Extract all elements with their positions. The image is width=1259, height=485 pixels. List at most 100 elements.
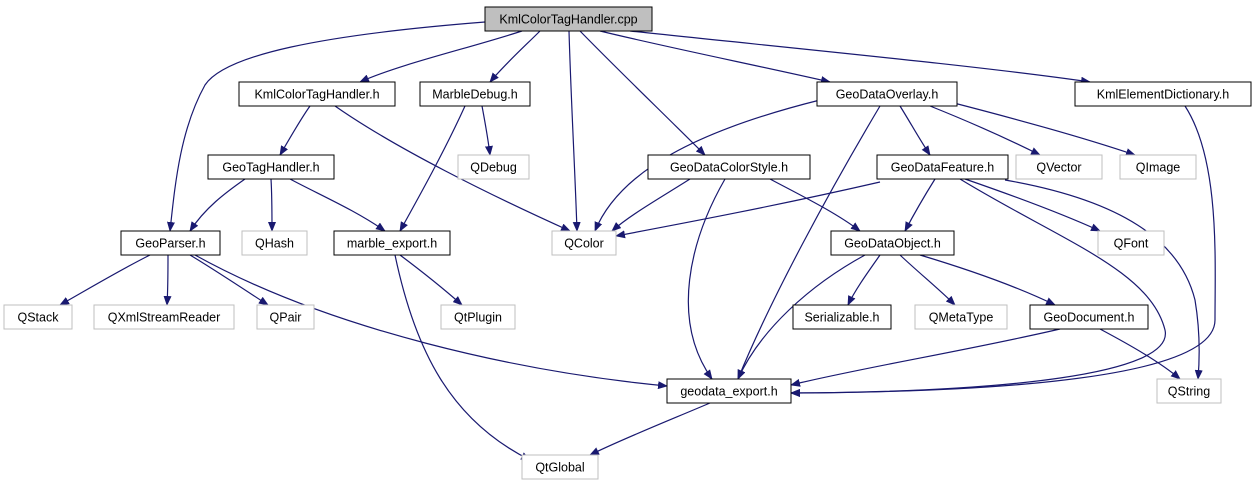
node-box [1074, 81, 1252, 107]
node-geodata_export_h[interactable]: geodata_export.h [666, 378, 792, 404]
edges-layer [59, 21, 1216, 461]
edge-geodata_export_h-to-qtglobal [589, 402, 711, 456]
node-label: QVector [1036, 161, 1081, 175]
node-label: QHash [255, 237, 294, 251]
node-geodocument_h[interactable]: GeoDocument.h [1029, 304, 1149, 330]
edge-marble_export_h-to-qtplugin [399, 254, 463, 306]
edge-kmlcolortaghandler_cpp-to-geoparser_h [166, 21, 486, 232]
edge-geodatacolorstyle_h-to-geodata_export_h [687, 178, 726, 380]
edge-geodatafeature_h-to-qcolor [615, 181, 881, 239]
edge-kmlcolortaghandler_cpp-to-kmlcolortaghandler_h [359, 30, 523, 83]
node-box [1119, 154, 1197, 180]
node-geodatacolorstyle_h[interactable]: GeoDataColorStyle.h [647, 154, 811, 180]
node-box [647, 154, 811, 180]
node-qpair: QPair [256, 304, 315, 330]
node-qimage: QImage [1119, 154, 1197, 180]
edge-marbledebug_h-to-marble_export_h [399, 105, 466, 232]
edge-geodataobject_h-to-qmetatype [899, 254, 956, 306]
edge-geodatafeature_h-to-qfont [964, 178, 1101, 232]
edge-kmlelementdictionary_h-to-geodata_export_h [790, 105, 1216, 397]
edge-geodatacolorstyle_h-to-geodataobject_h [769, 178, 861, 232]
node-geotaghandler_h[interactable]: GeoTagHandler.h [207, 154, 335, 180]
edge-geodataoverlay_h-to-qvector [929, 105, 1041, 156]
node-label: QDebug [470, 161, 517, 175]
edge-geodocument_h-to-geodata_export_h [790, 328, 1061, 387]
node-box [876, 154, 1009, 180]
edge-geoparser_h-to-geodata_export_h [194, 254, 668, 390]
node-qtglobal: QtGlobal [521, 454, 599, 480]
node-geodataobject_h[interactable]: GeoDataObject.h [830, 230, 955, 256]
node-box [1156, 378, 1222, 404]
node-qxmlstreamreader: QXmlStreamReader [93, 304, 235, 330]
node-label: GeoDocument.h [1043, 311, 1134, 325]
node-box [3, 304, 73, 330]
node-label: QPair [270, 311, 302, 325]
node-label: marble_export.h [347, 237, 437, 251]
node-box [440, 304, 516, 330]
node-kmlcolortaghandler_cpp[interactable]: KmlColorTagHandler.cpp [484, 6, 653, 32]
node-marble_export_h[interactable]: marble_export.h [333, 230, 451, 256]
node-box [120, 230, 221, 256]
edge-geodataobject_h-to-geodocument_h [919, 254, 1056, 306]
edge-geodatafeature_h-to-geodataobject_h [904, 178, 936, 232]
node-kmlcolortaghandler_h[interactable]: KmlColorTagHandler.h [238, 81, 396, 107]
edge-kmlcolortaghandler_cpp-to-qcolor [568, 30, 581, 232]
node-marbledebug_h[interactable]: MarbleDebug.h [419, 81, 531, 107]
node-box [484, 6, 653, 32]
edge-geodatacolorstyle_h-to-qcolor [611, 178, 691, 232]
node-qvector: QVector [1015, 154, 1103, 180]
edge-geodocument_h-to-qstring [1099, 328, 1181, 380]
node-serializable_h[interactable]: Serializable.h [792, 304, 892, 330]
node-box [207, 154, 335, 180]
node-label: QFont [1114, 237, 1149, 251]
node-label: QXmlStreamReader [108, 311, 221, 325]
node-qdebug: QDebug [457, 154, 530, 180]
node-geodataoverlay_h[interactable]: GeoDataOverlay.h [816, 81, 958, 107]
node-label: QImage [1136, 161, 1181, 175]
node-box [792, 304, 892, 330]
node-qfont: QFont [1097, 230, 1165, 256]
node-box [238, 81, 396, 107]
edge-geodataoverlay_h-to-geodatafeature_h [899, 105, 931, 156]
node-label: QMetaType [929, 311, 994, 325]
node-label: GeoParser.h [135, 237, 205, 251]
node-box [333, 230, 451, 256]
edge-marbledebug_h-to-qdebug [481, 105, 493, 156]
node-label: KmlElementDictionary.h [1097, 88, 1230, 102]
node-box [256, 304, 315, 330]
edge-geoparser_h-to-qxmlstreamreader [163, 254, 172, 306]
node-box [1097, 230, 1165, 256]
node-label: GeoTagHandler.h [222, 161, 319, 175]
edge-geodatafeature_h-to-geodata_export_h [790, 178, 1166, 397]
node-box [93, 304, 235, 330]
node-qhash: QHash [241, 230, 308, 256]
node-box [241, 230, 308, 256]
node-box [419, 81, 531, 107]
node-label: KmlColorTagHandler.cpp [499, 13, 637, 27]
edge-kmlcolortaghandler_cpp-to-geodatacolorstyle_h [579, 30, 706, 156]
node-label: Serializable.h [804, 311, 879, 325]
node-qmetatype: QMetaType [914, 304, 1008, 330]
node-box [914, 304, 1008, 330]
node-label: KmlColorTagHandler.h [254, 88, 379, 102]
edge-geotaghandler_h-to-qhash [267, 178, 276, 232]
node-box [551, 230, 617, 256]
node-box [457, 154, 530, 180]
node-label: GeoDataObject.h [844, 237, 941, 251]
node-geodatafeature_h[interactable]: GeoDataFeature.h [876, 154, 1009, 180]
node-geoparser_h[interactable]: GeoParser.h [120, 230, 221, 256]
node-box [1015, 154, 1103, 180]
edge-geodataoverlay_h-to-qcolor [594, 99, 821, 232]
edge-geoparser_h-to-qstack [59, 254, 151, 306]
node-box [1029, 304, 1149, 330]
edge-kmlcolortaghandler_cpp-to-kmlelementdictionary_h [629, 30, 1091, 85]
nodes-layer: KmlColorTagHandler.cppKmlColorTagHandler… [3, 6, 1252, 480]
node-label: QtPlugin [454, 311, 502, 325]
node-box [521, 454, 599, 480]
edge-kmlcolortaghandler_cpp-to-marbledebug_h [489, 30, 541, 83]
node-qcolor: QColor [551, 230, 617, 256]
edge-geoparser_h-to-qpair [189, 254, 269, 306]
node-kmlelementdictionary_h[interactable]: KmlElementDictionary.h [1074, 81, 1252, 107]
node-qstring: QString [1156, 378, 1222, 404]
node-label: QStack [18, 311, 60, 325]
